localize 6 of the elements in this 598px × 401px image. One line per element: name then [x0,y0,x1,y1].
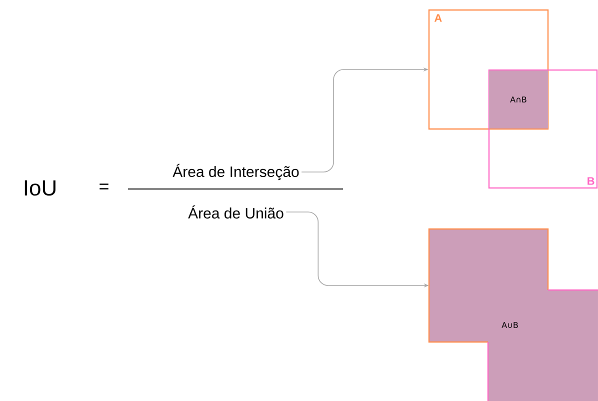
fraction-text: Área de União [188,205,284,219]
fraction-text: Área de Interseção [172,164,299,180]
formula-text: IoU [24,180,56,196]
union-region: A∪B [428,228,598,401]
formula-text: = [100,184,108,190]
intersection-region: A∩B [489,70,548,128]
